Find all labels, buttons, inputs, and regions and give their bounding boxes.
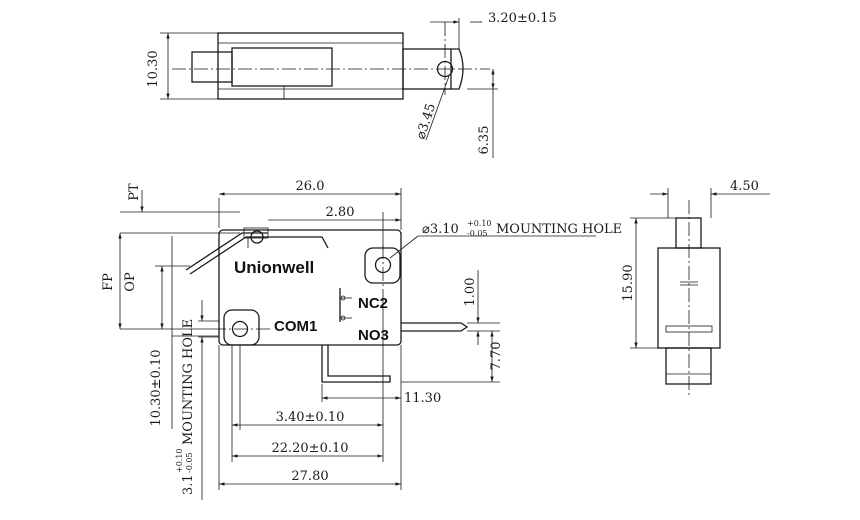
side-view: 4.50 15.90: [621, 179, 770, 395]
no-terminal-label: NO3: [358, 327, 389, 344]
front-view-plunger: [250, 230, 264, 244]
term-pos-label: 7.70: [489, 342, 504, 371]
term-len-label: 11.30: [404, 391, 441, 406]
top-height-label: 6.35: [477, 126, 492, 155]
top-terminal-label: 3.20±0.15: [488, 11, 557, 26]
brand-label: Unionwell: [234, 258, 314, 277]
hole-x-label: 3.40±0.10: [276, 410, 345, 425]
front-no-terminal: [401, 322, 469, 332]
term-thickness-label: 1.00: [463, 278, 478, 307]
mounting-hole-tol-plus: +0.10: [467, 219, 492, 228]
side-height-label: 15.90: [621, 264, 636, 301]
front-view-lever: [185, 232, 268, 271]
top-view: 10.30 3.20±0.15 ⌀3.45 6.35: [146, 11, 557, 158]
front-upper-hole-boss: [364, 247, 401, 284]
top-width-label: 10.30: [146, 50, 161, 87]
overall-length-label: 27.80: [291, 469, 328, 484]
front-length-label: 26.0: [296, 179, 325, 194]
com-terminal-label: COM1: [274, 318, 317, 335]
nc-terminal-label: NC2: [358, 295, 388, 312]
left-hole-tol-plus: +0.10: [175, 448, 184, 473]
top-hole-label: ⌀3.45: [414, 102, 440, 142]
front-com-terminal: [321, 345, 391, 383]
side-width-label: 4.50: [730, 179, 759, 194]
fp-label: FP: [101, 273, 116, 291]
front-hole-offset-label: 2.80: [326, 205, 355, 220]
op-label: OP: [123, 272, 138, 292]
top-view-actuator-plate: [231, 47, 333, 87]
front-lower-hole-boss: [223, 309, 260, 346]
front-view: Unionwell NC2 NO3 COM1 26.0 2.80 ⌀3.10 +…: [101, 179, 622, 500]
left-hole-text: MOUNTING HOLE: [181, 319, 196, 445]
top-view-actuator: [191, 51, 233, 83]
pt-label: PT: [127, 183, 142, 201]
hole-span-label: 22.20±0.10: [271, 441, 348, 456]
mounting-hole-main-label: ⌀3.10: [422, 222, 459, 237]
mounting-hole-text: MOUNTING HOLE: [496, 222, 622, 237]
front-view-body: [218, 229, 402, 346]
left-hole-main-label: 3.1: [181, 474, 196, 495]
side-view-terminal: [665, 347, 712, 385]
side-view-actuator: [675, 217, 702, 249]
front-view-lever-inner: [189, 236, 329, 275]
left-height-label: 10.30±0.10: [149, 349, 164, 426]
left-hole-tol-minus: -0.05: [185, 452, 194, 473]
top-view-terminal-tip: [451, 48, 464, 90]
mounting-hole-tol-minus: -0.05: [467, 229, 488, 238]
